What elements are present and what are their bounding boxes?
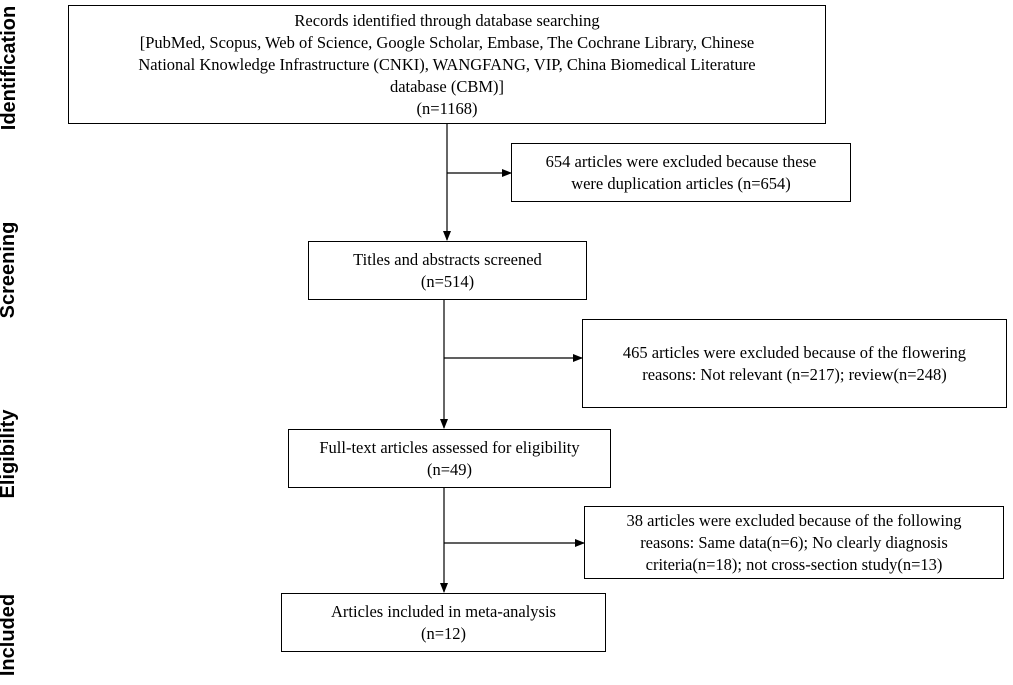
phase-label-eligibility: Eligibility [0, 409, 19, 499]
box-line: (n=49) [426, 459, 473, 479]
box-full-text-eligibility: Full-text articles assessed for eligibil… [288, 429, 611, 488]
box-line: Full-text articles assessed for eligibil… [319, 437, 580, 457]
box-excluded-fulltext: 38 articles were excluded because of the… [584, 506, 1004, 579]
box-excluded-screening: 465 articles were excluded because of th… [582, 319, 1007, 408]
box-line: 654 articles were excluded because these [545, 151, 817, 171]
box-line: Titles and abstracts screened [353, 249, 542, 269]
box-titles-abstracts-screened: Titles and abstracts screened (n=514) [308, 241, 587, 300]
box-line: 38 articles were excluded because of the… [626, 510, 962, 530]
box-line: Records identified through database sear… [294, 10, 600, 30]
box-line: criteria(n=18); not cross-section study(… [645, 554, 943, 574]
box-line: reasons: Not relevant (n=217); review(n=… [642, 364, 947, 384]
box-line: 465 articles were excluded because of th… [622, 342, 967, 362]
phase-label-identification: Identification [0, 5, 20, 131]
box-line: Articles included in meta-analysis [331, 601, 556, 621]
box-excluded-duplicates: 654 articles were excluded because these… [511, 143, 851, 202]
phase-label-included: Included [0, 593, 19, 677]
box-line: [PubMed, Scopus, Web of Science, Google … [139, 32, 755, 52]
box-line: were duplication articles (n=654) [571, 173, 791, 193]
box-line: National Knowledge Infrastructure (CNKI)… [138, 54, 756, 74]
box-line: (n=12) [420, 623, 467, 643]
box-line: reasons: Same data(n=6); No clearly diag… [640, 532, 948, 552]
box-line: (n=514) [420, 271, 475, 291]
box-line: database (CBM)] [389, 76, 505, 96]
box-line: (n=1168) [416, 98, 478, 118]
box-records-identified: Records identified through database sear… [68, 5, 826, 124]
phase-label-screening: Screening [0, 221, 19, 319]
box-articles-included: Articles included in meta-analysis (n=12… [281, 593, 606, 652]
